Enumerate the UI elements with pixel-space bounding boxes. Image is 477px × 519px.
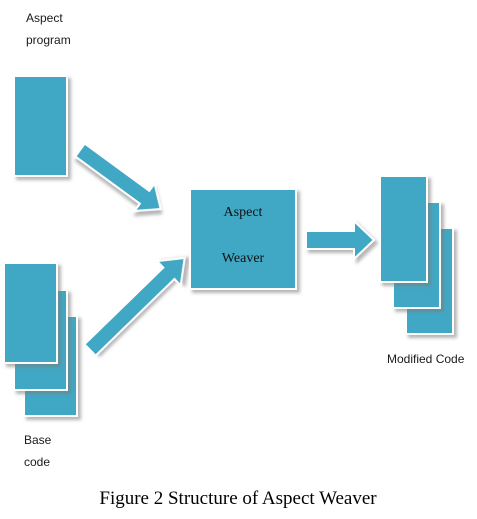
- aspect-program-label-line1: Aspect: [26, 11, 63, 25]
- modified-code-label: Modified Code: [387, 352, 465, 366]
- base-code-label-line1: Base: [24, 433, 52, 447]
- aspect-weaver-box: [189, 188, 297, 290]
- base-code-stack: [3, 262, 78, 417]
- aspect-program-label-line2: program: [26, 33, 71, 47]
- aspect-program-box: [13, 75, 68, 177]
- aspect-weaver-label-line2: Weaver: [222, 251, 265, 266]
- arrow-weaver-to-modified: [305, 218, 376, 262]
- figure-caption: Figure 2 Structure of Aspect Weaver: [99, 488, 377, 509]
- base-code-page-1: [3, 262, 58, 364]
- base-code-label-line2: code: [24, 455, 50, 469]
- modified-code-page-1: [379, 175, 428, 283]
- modified-code-stack: [379, 175, 454, 335]
- arrow-base-to-weaver: [83, 256, 186, 358]
- aspect-weaver-label-line1: Aspect: [224, 205, 263, 220]
- arrow-aspect-to-weaver: [73, 142, 162, 213]
